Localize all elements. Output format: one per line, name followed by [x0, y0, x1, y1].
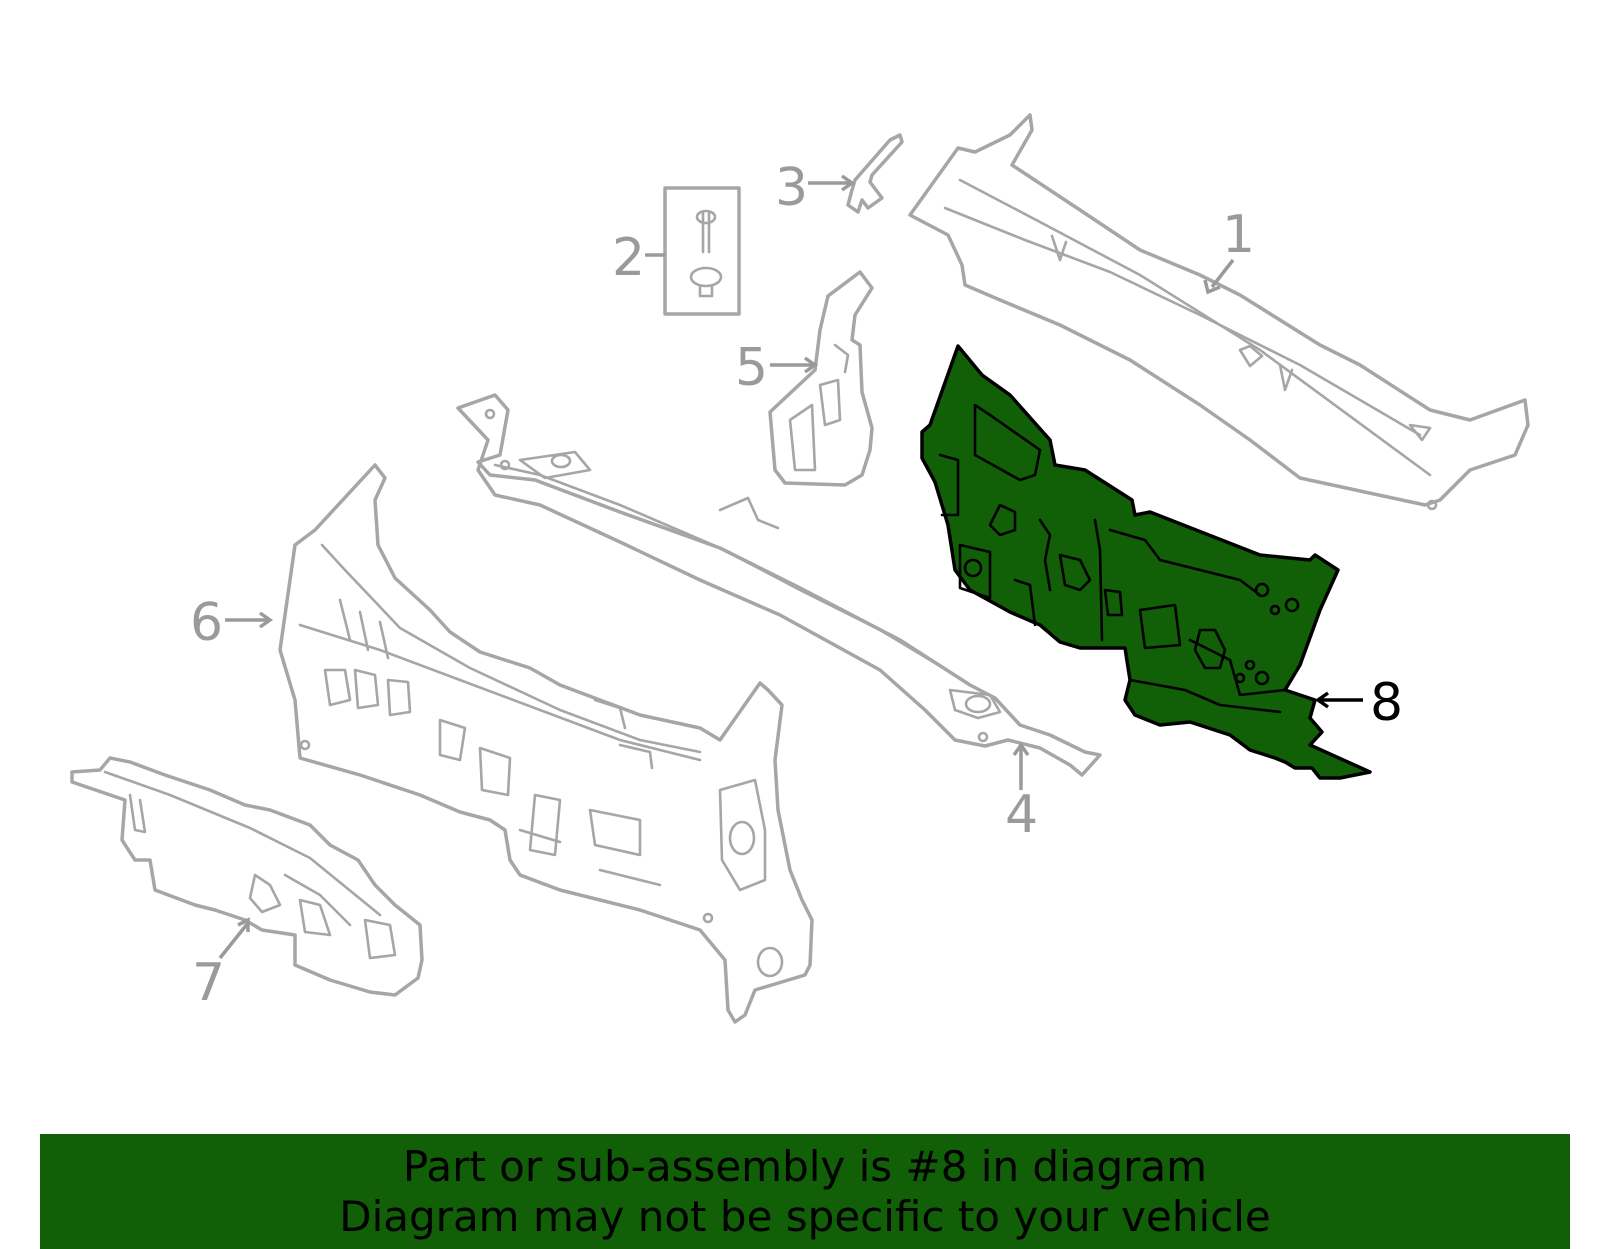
- svg-text:3: 3: [775, 158, 808, 218]
- part-6-dash-panel: [278, 463, 814, 1024]
- banner-line-1: Part or sub-assembly is #8 in diagram: [402, 1142, 1208, 1191]
- callout-4: 4: [1005, 741, 1038, 845]
- callout-5: 5: [735, 338, 819, 398]
- callout-8: 8: [1314, 673, 1403, 733]
- callout-1: 1: [1203, 205, 1255, 295]
- svg-text:4: 4: [1005, 785, 1038, 845]
- part-7-lower-insulator: [70, 756, 424, 997]
- svg-text:6: 6: [190, 593, 223, 653]
- svg-text:1: 1: [1222, 205, 1255, 265]
- info-banner: Part or sub-assembly is #8 in diagram Di…: [40, 1134, 1570, 1249]
- callout-6: 6: [190, 593, 274, 653]
- callout-2: 2: [612, 228, 665, 288]
- svg-text:7: 7: [192, 953, 225, 1013]
- callout-7: 7: [192, 917, 250, 1013]
- part-8-dash-insulator: [920, 344, 1372, 780]
- callout-3: 3: [775, 158, 856, 218]
- svg-text:5: 5: [735, 338, 768, 398]
- banner-line-2: Diagram may not be specific to your vehi…: [339, 1192, 1271, 1241]
- part-3-bracket: [846, 133, 904, 214]
- svg-text:8: 8: [1370, 673, 1403, 733]
- part-5-side-extension: [768, 270, 874, 487]
- part-1-cowl-panel: [908, 113, 1530, 511]
- svg-text:2: 2: [612, 228, 645, 288]
- part-4-cross-member: [456, 393, 1102, 777]
- part-2-fastener-box: [663, 186, 741, 316]
